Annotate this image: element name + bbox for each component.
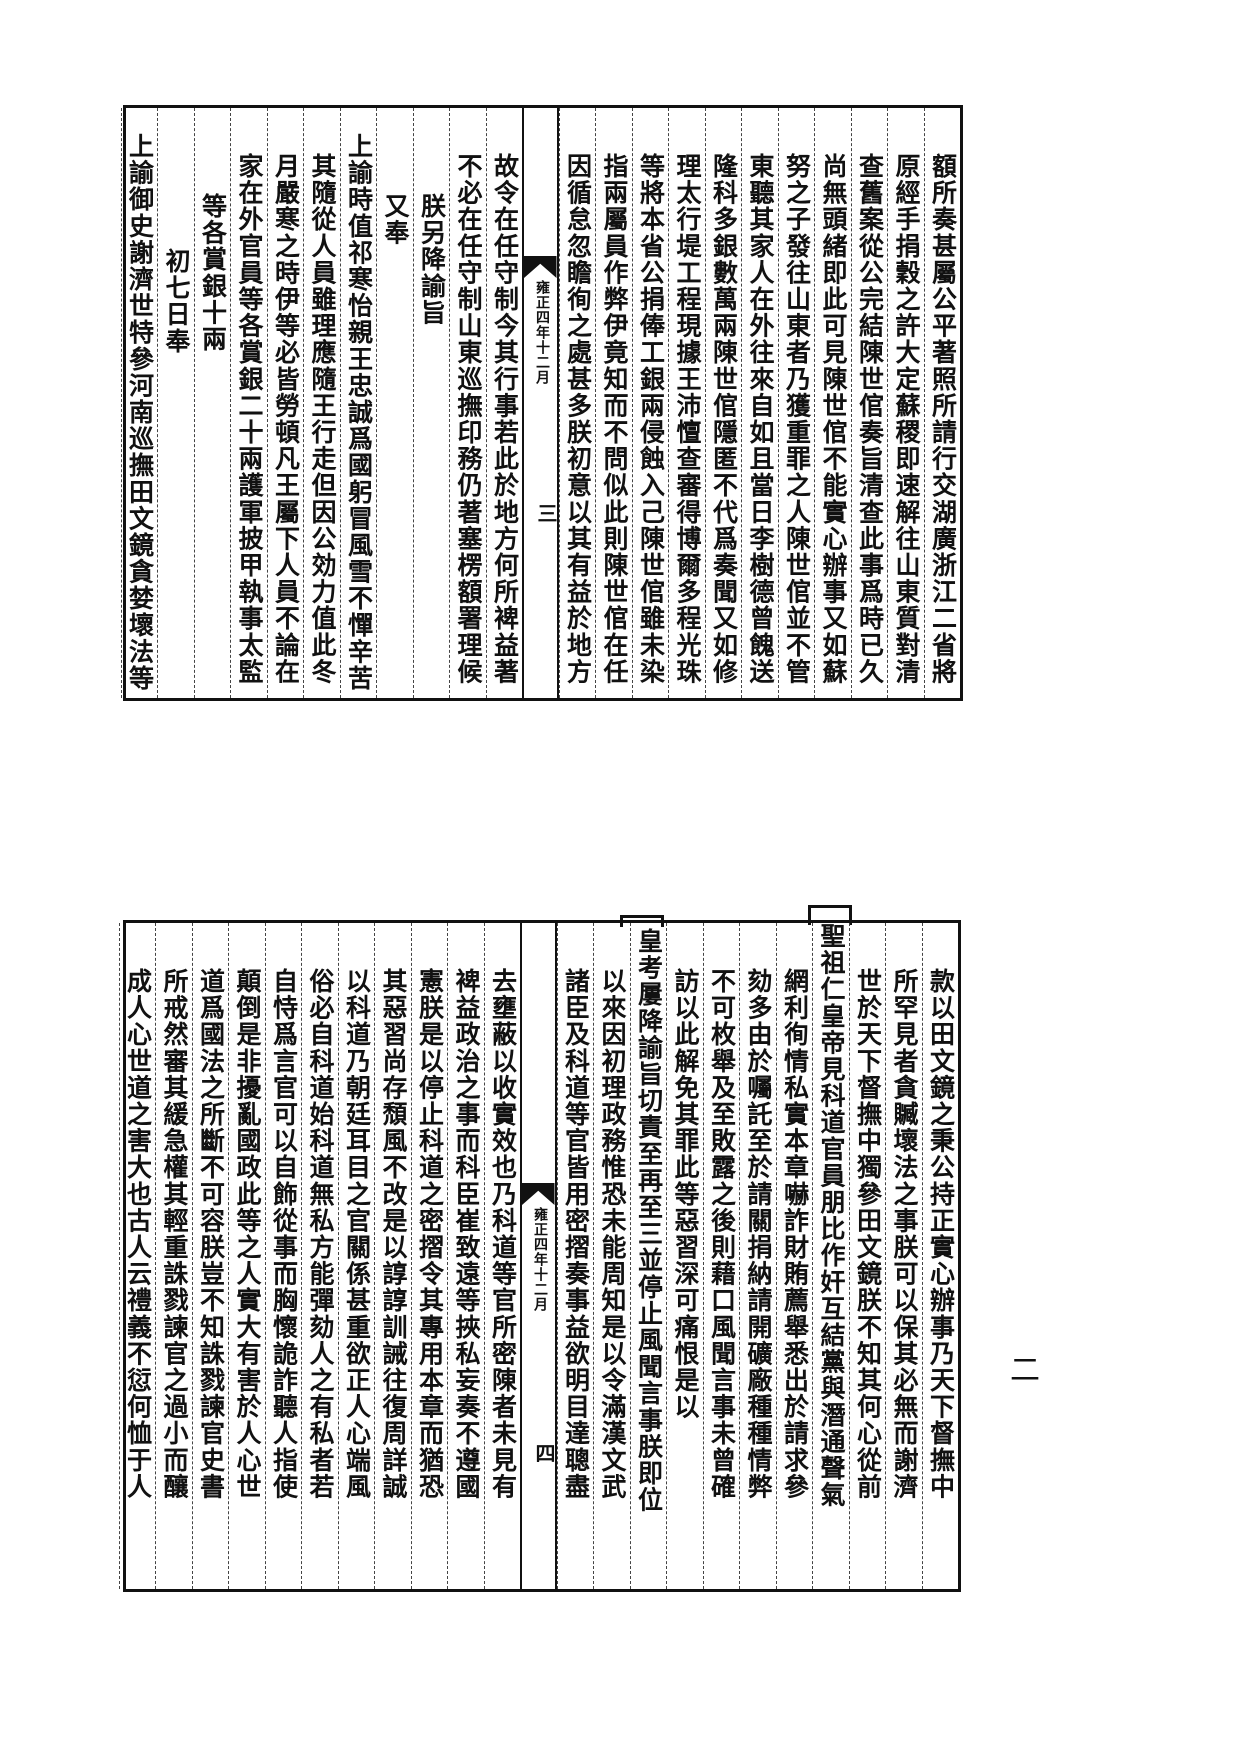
column-text: 其惡習尚存頹風不改是以諄諄訓誡往復周詳誠	[379, 968, 408, 1500]
fold-margin: 雍正四年十二月三	[522, 108, 559, 698]
text-column: 諸臣及科道等官皆用密摺奏事益欲明目達聰盡	[556, 923, 594, 1589]
column-text: 等各賞銀十兩	[198, 193, 228, 353]
column-text: 其隨從人員雖理應隨王行走但因公効力值此冬	[308, 153, 337, 685]
text-column: 聖祖仁皇帝見科道官員朋比作奸互結黨與潛通聲氣	[812, 923, 849, 1589]
column-text: 上諭御史謝濟世特參河南巡撫田文鏡貪婪壞法等	[125, 133, 155, 692]
text-column: 查舊案從公完結陳世倌奏旨清查此事爲時已久	[850, 108, 888, 698]
text-column: 上諭御史謝濟世特參河南巡撫田文鏡貪婪壞法等	[120, 108, 158, 698]
text-column: 其惡習尚存頹風不改是以諄諄訓誡往復周詳誠	[374, 923, 411, 1589]
fold-margin: 雍正四年十二月四	[520, 923, 557, 1589]
text-column: 去壅蔽以收實效也乃科道等官所密陳者未見有	[483, 923, 521, 1589]
text-column: 道爲國法之所斷不可容朕豈不知誅戮諫官史書	[191, 923, 229, 1589]
text-column: 因循怠忽瞻徇之處甚多朕初意以其有益於地方	[558, 108, 596, 698]
column-text: 不可枚舉及至敗露之後則藉口風聞言事未曾確	[707, 968, 737, 1500]
column-text: 網利徇情私實本章嚇詐財賄薦舉悉出於請求參	[780, 968, 810, 1500]
column-text: 東聽其家人在外往來自如且當日李樹德曾餽送	[746, 153, 775, 685]
column-text: 皇考屢降諭旨切責至再至三並停止風聞言事朕即位	[634, 928, 664, 1514]
column-text: 朕另降諭旨	[417, 193, 447, 326]
text-column: 所戒然審其緩急權其輕重誅戮諫官之過小而釀	[155, 923, 192, 1589]
text-column: 所罕見者貪贓壞法之事朕可以保其必無而謝濟	[885, 923, 922, 1589]
text-column: 原經手捐穀之許大定蘇稷即速解往山東質對清	[887, 108, 924, 698]
column-text: 初七日奉	[162, 248, 191, 355]
text-column: 朕另降諭旨	[412, 108, 450, 698]
top-page-text-block: 額所奏甚屬公平著照所請行交湖廣浙江二省將原經手捐穀之許大定蘇稷即速解往山東質對清…	[120, 105, 963, 701]
text-column: 憲朕是以停止科道之密摺令其專用本章而猶恐	[410, 923, 448, 1589]
column-text: 世於天下督撫中獨參田文鏡朕不知其何心從前	[853, 968, 883, 1500]
column-text: 理太行堤工程現據王沛憻查審得博爾多程光珠	[673, 153, 702, 685]
column-text: 月嚴寒之時伊等必皆勞頓凡王屬下人員不論在	[271, 153, 301, 685]
column-text: 俗必自科道始科道無私方能彈劾人之有私者若	[306, 968, 335, 1500]
text-column: 上諭時值祁寒怡親王忠誠爲國躬冒風雪不憚辛苦	[339, 108, 377, 698]
text-column: 世於天下督撫中獨參田文鏡朕不知其何心從前	[848, 923, 886, 1589]
text-column: 尚無頭緒即此可見陳世倌不能實心辦事又如蘇	[814, 108, 851, 698]
text-column: 家在外官員等各賞銀二十兩護軍披甲執事太監	[230, 108, 267, 698]
column-text: 裨益政治之事而科臣崔致遠等挾私妄奏不遵國	[452, 968, 481, 1500]
text-column: 成人心世道之害大也古人云禮義不愆何恤于人	[118, 923, 156, 1589]
text-column: 以科道乃朝廷耳目之官關係甚重欲正人心端風	[337, 923, 375, 1589]
column-text: 家在外官員等各賞銀二十兩護軍披甲執事太監	[235, 153, 264, 685]
column-text: 聖祖仁皇帝見科道官員朋比作奸互結黨與潛通聲氣	[817, 923, 846, 1509]
column-text: 以來因初理政務惟恐未能周知是以令滿漢文武	[598, 968, 627, 1500]
fold-date: 雍正四年十二月	[534, 280, 550, 385]
column-text: 道爲國法之所斷不可容朕豈不知誅戮諫官史書	[196, 968, 226, 1500]
text-column: 月嚴寒之時伊等必皆勞頓凡王屬下人員不論在	[266, 108, 304, 698]
column-text: 因循怠忽瞻徇之處甚多朕初意以其有益於地方	[563, 153, 593, 685]
column-text: 努之子發往山東者乃獲重罪之人陳世倌並不管	[782, 153, 812, 685]
column-text: 原經手捐穀之許大定蘇稷即速解往山東質對清	[892, 153, 921, 685]
text-column: 又奉	[376, 108, 413, 698]
text-column: 裨益政治之事而科臣崔致遠等挾私妄奏不遵國	[447, 923, 484, 1589]
text-column: 隆科多銀數萬兩陳世倌隱匿不代爲奏聞又如修	[704, 108, 742, 698]
column-text: 查舊案從公完結陳世倌奏旨清查此事爲時已久	[855, 153, 885, 685]
column-text: 諸臣及科道等官皆用密摺奏事益欲明目達聰盡	[561, 968, 591, 1500]
text-column: 網利徇情私實本章嚇詐財賄薦舉悉出於請求參	[775, 923, 813, 1589]
text-column: 顛倒是非擾亂國政此等之人實大有害於人心世	[228, 923, 265, 1589]
bottom-page-text-block: 款以田文鏡之秉公持正實心辦事乃天下督撫中所罕見者貪贓壞法之事朕可以保其必無而謝濟…	[118, 920, 961, 1592]
column-text: 自恃爲言官可以自飾從事而胸懷詭詐聽人指使	[269, 968, 299, 1500]
text-column: 劾多由於囑託至於請關捐納請開礦廠種種情弊	[739, 923, 776, 1589]
text-column: 額所奏甚屬公平著照所請行交湖廣浙江二省將	[923, 108, 961, 698]
text-column: 指兩屬員作弊伊竟知而不問似此則陳世倌在任	[595, 108, 632, 698]
fishtail-mark	[524, 256, 557, 278]
text-column: 自恃爲言官可以自飾從事而胸懷詭詐聽人指使	[264, 923, 302, 1589]
fishtail-mark	[522, 1183, 555, 1205]
text-column: 以來因初理政務惟恐未能周知是以令滿漢文武	[593, 923, 630, 1589]
text-column: 其隨從人員雖理應隨王行走但因公効力值此冬	[303, 108, 340, 698]
column-text: 額所奏甚屬公平著照所請行交湖廣浙江二省將	[928, 153, 958, 685]
column-text: 尚無頭緒即此可見陳世倌不能實心辦事又如蘇	[819, 153, 848, 685]
column-text: 隆科多銀數萬兩陳世倌隱匿不代爲奏聞又如修	[709, 153, 739, 685]
column-text: 等將本省公捐俸工銀兩侵蝕入己陳世倌雖未染	[636, 153, 666, 685]
text-column: 等各賞銀十兩	[193, 108, 231, 698]
column-text: 劾多由於囑託至於請關捐納請開礦廠種種情弊	[744, 968, 773, 1500]
text-column: 故令在任守制今其行事若此於地方何所裨益著	[485, 108, 523, 698]
fold-page-number: 三	[534, 503, 558, 523]
column-text: 所戒然審其緩急權其輕重誅戮諫官之過小而釀	[160, 968, 189, 1500]
text-column: 俗必自科道始科道無私方能彈劾人之有私者若	[301, 923, 338, 1589]
column-text: 憲朕是以停止科道之密摺令其專用本章而猶恐	[415, 968, 445, 1500]
text-column: 理太行堤工程現據王沛憻查審得博爾多程光珠	[668, 108, 705, 698]
column-text: 指兩屬員作弊伊竟知而不問似此則陳世倌在任	[600, 153, 629, 685]
text-column: 款以田文鏡之秉公持正實心辦事乃天下督撫中	[921, 923, 959, 1589]
column-text: 顛倒是非擾亂國政此等之人實大有害於人心世	[233, 968, 262, 1500]
column-text: 所罕見者貪贓壞法之事朕可以保其必無而謝濟	[890, 968, 919, 1500]
column-text: 又奉	[381, 193, 410, 247]
fold-page-number: 四	[532, 1443, 556, 1463]
column-text: 成人心世道之害大也古人云禮義不愆何恤于人	[123, 968, 153, 1500]
page-number: 二	[1010, 1353, 1040, 1388]
text-column: 不可枚舉及至敗露之後則藉口風聞言事未曾確	[702, 923, 740, 1589]
text-column: 等將本省公捐俸工銀兩侵蝕入己陳世倌雖未染	[631, 108, 669, 698]
column-text: 不必在任守制山東巡撫印務仍著塞楞額署理候	[454, 153, 483, 685]
column-text: 訪以此解免其罪此等惡習深可痛恨是以	[671, 968, 700, 1421]
column-text: 故令在任守制今其行事若此於地方何所裨益著	[490, 153, 520, 685]
text-column: 東聽其家人在外往來自如且當日李樹德曾餽送	[741, 108, 778, 698]
fold-date: 雍正四年十二月	[532, 1207, 548, 1312]
text-column: 初七日奉	[157, 108, 194, 698]
text-column: 訪以此解免其罪此等惡習深可痛恨是以	[666, 923, 703, 1589]
text-column: 不必在任守制山東巡撫印務仍著塞楞額署理候	[449, 108, 486, 698]
text-column: 努之子發往山東者乃獲重罪之人陳世倌並不管	[777, 108, 815, 698]
column-text: 去壅蔽以收實效也乃科道等官所密陳者未見有	[488, 968, 518, 1500]
column-text: 以科道乃朝廷耳目之官關係甚重欲正人心端風	[342, 968, 372, 1500]
text-column: 皇考屢降諭旨切責至再至三並停止風聞言事朕即位	[629, 923, 667, 1589]
column-text: 款以田文鏡之秉公持正實心辦事乃天下督撫中	[926, 968, 956, 1500]
column-text: 上諭時值祁寒怡親王忠誠爲國躬冒風雪不憚辛苦	[344, 133, 374, 692]
